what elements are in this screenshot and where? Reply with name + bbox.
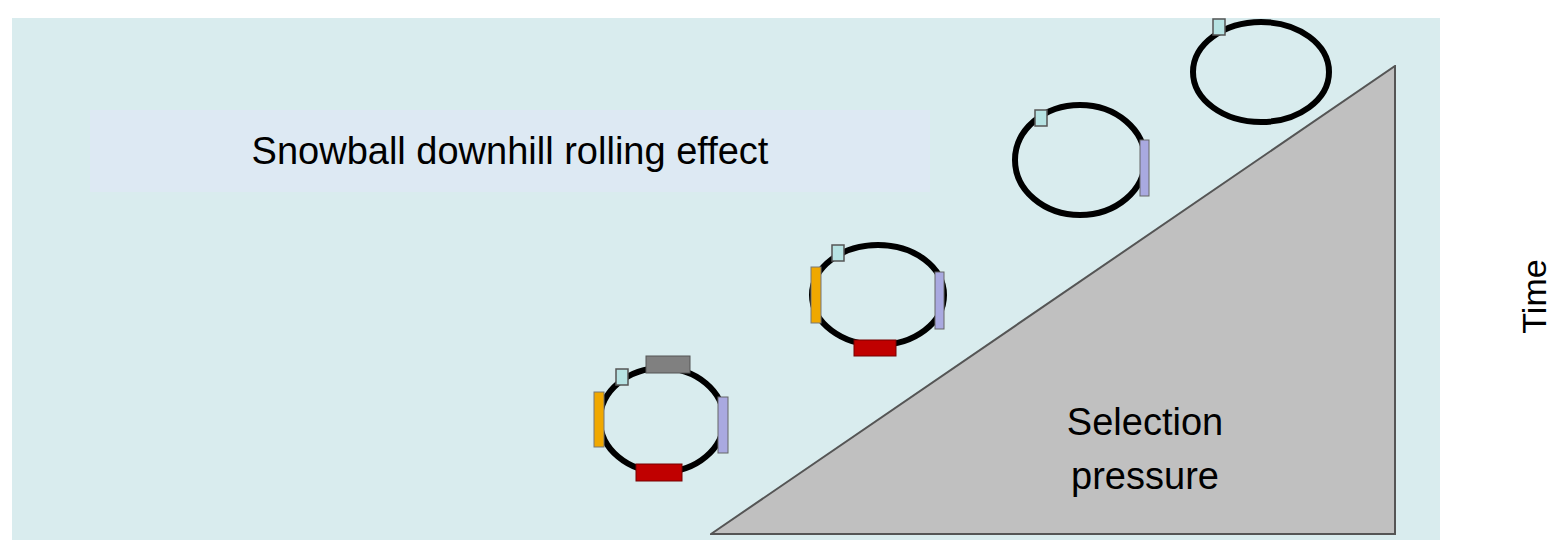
title-box: Snowball downhill rolling effect xyxy=(90,110,930,192)
title-text: Snowball downhill rolling effect xyxy=(252,130,769,173)
triangle-shape xyxy=(710,65,1396,535)
plasmid xyxy=(1193,19,1329,122)
plasmid xyxy=(594,356,728,481)
plasmid xyxy=(811,245,944,356)
background-panel xyxy=(12,18,1440,540)
axis-label: Time xyxy=(1514,259,1553,333)
selection-triangle: Selection pressure xyxy=(710,65,1396,535)
triangle-label: Selection pressure xyxy=(1000,395,1290,503)
plasmid xyxy=(1015,105,1149,215)
